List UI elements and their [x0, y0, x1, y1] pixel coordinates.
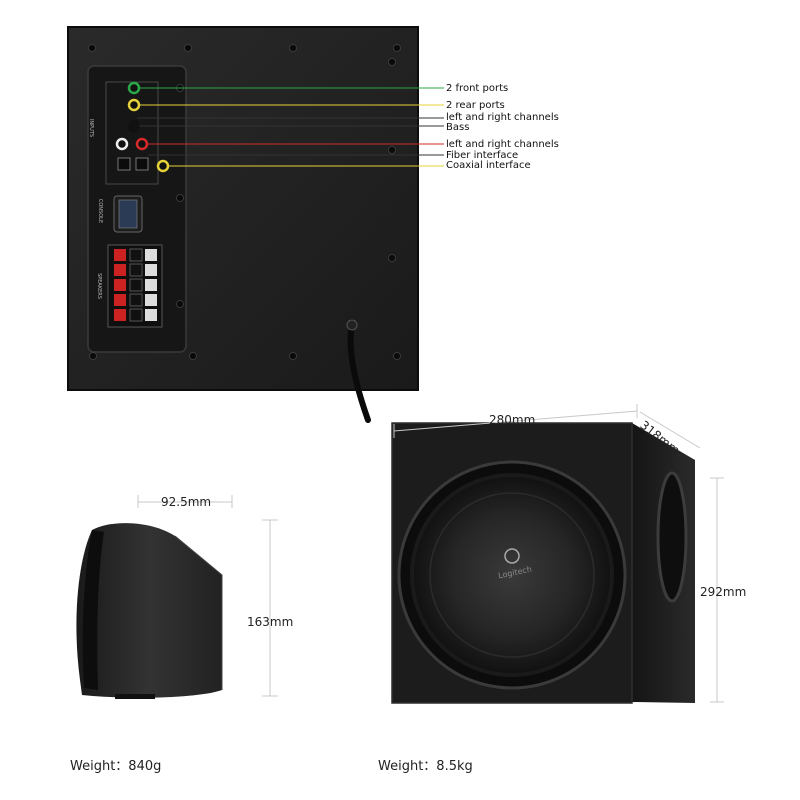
callout-bass: Bass [446, 122, 470, 133]
subwoofer-rear-panel [67, 26, 419, 423]
subwoofer-weight: Weight：8.5kg [378, 755, 473, 774]
satellite-weight-label: Weight： [70, 759, 129, 774]
callout-rear-ports: 2 rear ports [446, 100, 505, 111]
satellite-dimension-lines [137, 495, 278, 697]
subwoofer-weight-value: 8.5kg [436, 759, 473, 774]
callout-front-ports: 2 front ports [446, 83, 509, 94]
satellite-height-label: 163mm [247, 615, 294, 629]
subwoofer-width-label: 280mm [489, 413, 536, 427]
subwoofer-weight-label: Weight： [378, 759, 437, 774]
satellite-weight: Weight：840g [70, 755, 161, 774]
subwoofer-front [391, 422, 695, 704]
console-panel-label: CONSOLE [97, 198, 104, 224]
inputs-panel-label: INPUTS [88, 118, 95, 138]
subwoofer-dimension-lines [393, 404, 724, 703]
satellite-speaker [76, 523, 223, 699]
callout-left-right-channels-2: left and right channels [446, 139, 559, 150]
callout-coaxial-interface: Coaxial interface [446, 160, 531, 171]
satellite-weight-value: 840g [128, 759, 162, 774]
speakers-panel-label: SPEAKERS [95, 273, 102, 299]
satellite-width-label: 92.5mm [161, 495, 212, 509]
callout-fiber-interface: Fiber interface [446, 150, 519, 161]
subwoofer-height-label: 292mm [700, 585, 747, 599]
callout-left-right-channels: left and right channels [446, 112, 559, 123]
callout-lines [137, 87, 444, 167]
